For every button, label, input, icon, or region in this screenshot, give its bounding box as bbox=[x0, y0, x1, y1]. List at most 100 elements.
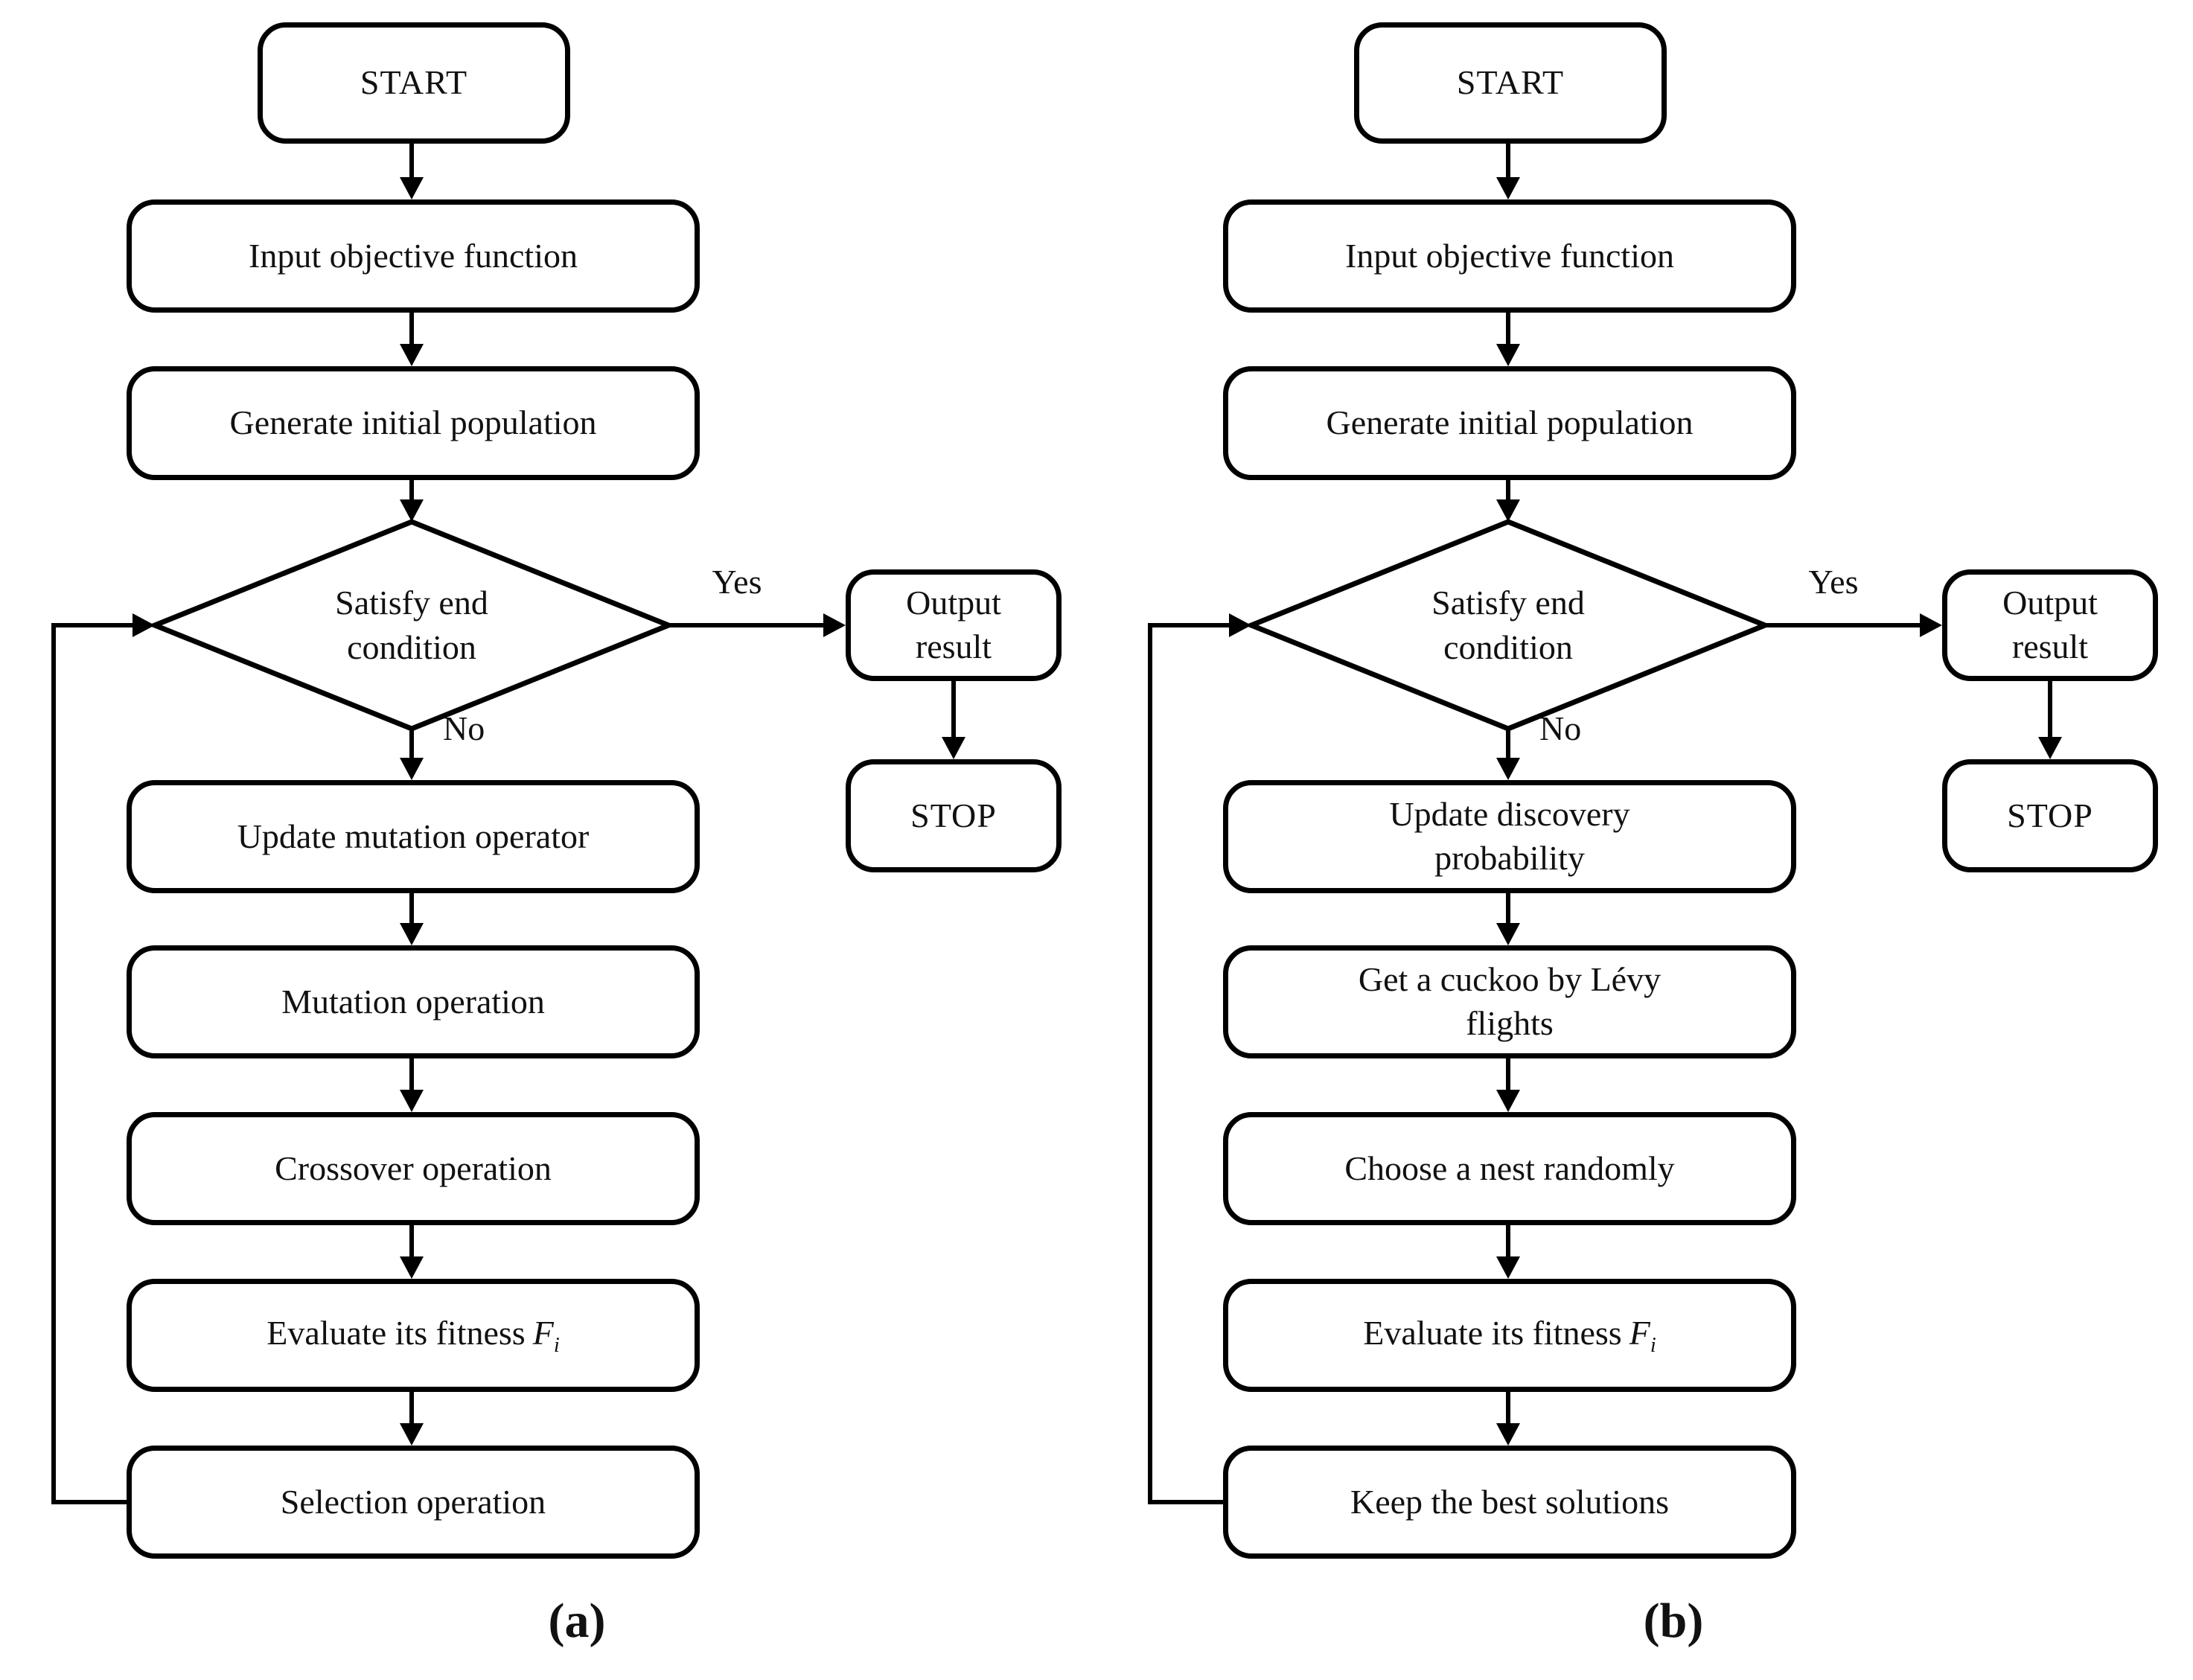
flow-line bbox=[1506, 313, 1510, 345]
flow-line bbox=[1506, 729, 1510, 759]
process-mutation-operation: Mutation operation bbox=[127, 945, 700, 1058]
arrowhead-down-icon bbox=[1496, 177, 1520, 199]
process-label: Input objective function bbox=[1345, 236, 1674, 275]
flow-line bbox=[1506, 893, 1510, 924]
edge-no-label: No bbox=[1539, 709, 1582, 747]
fitness-text: Evaluate its fitness bbox=[266, 1313, 526, 1352]
terminator-stop-label: STOP bbox=[2007, 796, 2093, 834]
process-label: Update mutation operator bbox=[237, 817, 590, 855]
terminator-output-result: Output result bbox=[1942, 569, 2158, 681]
flow-line bbox=[2048, 681, 2052, 738]
process-generate-initial-population: Generate initial population bbox=[1223, 366, 1796, 480]
terminator-start: START bbox=[258, 22, 570, 144]
flow-line bbox=[1506, 1225, 1510, 1258]
fitness-symbol: F bbox=[1629, 1313, 1650, 1352]
process-label-line2: flights bbox=[1466, 1004, 1554, 1042]
process-label: Mutation operation bbox=[281, 982, 545, 1021]
arrowhead-down-icon bbox=[1496, 923, 1520, 945]
flow-line bbox=[409, 144, 414, 179]
terminator-stop: STOP bbox=[846, 759, 1062, 872]
arrowhead-down-icon bbox=[1496, 758, 1520, 780]
loop-line bbox=[1148, 623, 1152, 1504]
caption-b: (b) bbox=[1643, 1594, 1704, 1648]
output-label-line1: Output bbox=[906, 584, 1001, 622]
arrowhead-right-icon bbox=[1920, 613, 1942, 637]
flow-line bbox=[409, 313, 414, 345]
decision-satisfy-end-condition: Satisfy end condition bbox=[188, 562, 635, 689]
arrowhead-right-icon bbox=[133, 613, 155, 637]
arrowhead-down-icon bbox=[400, 499, 424, 522]
arrowhead-down-icon bbox=[1496, 1256, 1520, 1279]
process-crossover-operation: Crossover operation bbox=[127, 1112, 700, 1225]
process-keep-best-solutions: Keep the best solutions bbox=[1223, 1446, 1796, 1559]
process-label-line1: Update discovery bbox=[1389, 795, 1630, 834]
arrowhead-right-icon bbox=[823, 613, 846, 637]
fitness-subscript: i bbox=[553, 1333, 560, 1357]
loop-line bbox=[1150, 1500, 1223, 1504]
flow-line bbox=[409, 893, 414, 924]
flow-line bbox=[951, 681, 956, 738]
process-label: Selection operation bbox=[280, 1482, 546, 1521]
flowchart-b: START Input objective function Generate … bbox=[1096, 0, 2193, 1680]
flow-line bbox=[409, 729, 414, 759]
process-label: Generate initial population bbox=[229, 403, 597, 442]
decision-label-line1: Satisfy end bbox=[335, 584, 488, 622]
terminator-start: START bbox=[1354, 22, 1667, 144]
arrowhead-down-icon bbox=[1496, 344, 1520, 366]
output-label-line2: result bbox=[915, 627, 992, 665]
process-update-discovery-probability: Update discovery probability bbox=[1223, 780, 1796, 893]
arrowhead-down-icon bbox=[942, 737, 965, 759]
flow-line bbox=[1506, 1392, 1510, 1425]
loop-line bbox=[54, 1500, 127, 1504]
process-update-mutation-operator: Update mutation operator bbox=[127, 780, 700, 893]
arrowhead-down-icon bbox=[1496, 1423, 1520, 1446]
process-generate-initial-population: Generate initial population bbox=[127, 366, 700, 480]
flow-line bbox=[409, 480, 414, 501]
flow-line bbox=[1506, 480, 1510, 501]
arrowhead-down-icon bbox=[400, 344, 424, 366]
arrowhead-down-icon bbox=[1496, 499, 1520, 522]
process-label-line1: Get a cuckoo by Lévy bbox=[1358, 960, 1661, 999]
process-label: Generate initial population bbox=[1326, 403, 1694, 442]
flowchart-a: START Input objective function Generate … bbox=[0, 0, 1096, 1680]
terminator-output-result: Output result bbox=[846, 569, 1062, 681]
terminator-stop-label: STOP bbox=[910, 796, 997, 834]
process-get-cuckoo-levy-flights: Get a cuckoo by Lévy flights bbox=[1223, 945, 1796, 1058]
caption-a: (a) bbox=[548, 1594, 606, 1648]
arrowhead-down-icon bbox=[400, 758, 424, 780]
arrowhead-down-icon bbox=[400, 1423, 424, 1446]
flow-line bbox=[1765, 623, 1921, 627]
arrowhead-down-icon bbox=[400, 177, 424, 199]
arrowhead-down-icon bbox=[1496, 1090, 1520, 1112]
process-input-objective-function: Input objective function bbox=[1223, 199, 1796, 313]
output-label-line1: Output bbox=[2002, 584, 2098, 622]
decision-label-line2: condition bbox=[347, 628, 476, 666]
flow-line bbox=[1506, 144, 1510, 179]
flow-line bbox=[409, 1392, 414, 1425]
arrowhead-down-icon bbox=[400, 1256, 424, 1279]
flow-line bbox=[1506, 1058, 1510, 1091]
loop-line bbox=[51, 623, 56, 1504]
terminator-start-label: START bbox=[1456, 63, 1565, 102]
decision-label-line2: condition bbox=[1443, 628, 1573, 666]
process-label: Keep the best solutions bbox=[1350, 1482, 1669, 1521]
arrowhead-down-icon bbox=[400, 923, 424, 945]
fitness-symbol: F bbox=[532, 1313, 554, 1352]
process-choose-nest-randomly: Choose a nest randomly bbox=[1223, 1112, 1796, 1225]
terminator-start-label: START bbox=[360, 63, 468, 102]
output-label-line2: result bbox=[2011, 627, 2089, 665]
process-label: Input objective function bbox=[249, 236, 578, 275]
terminator-stop: STOP bbox=[1942, 759, 2158, 872]
arrowhead-right-icon bbox=[1229, 613, 1251, 637]
loop-line bbox=[1150, 623, 1229, 627]
edge-yes-label: Yes bbox=[1808, 563, 1859, 601]
decision-satisfy-end-condition: Satisfy end condition bbox=[1285, 562, 1731, 689]
edge-no-label: No bbox=[443, 709, 485, 747]
edge-yes-label: Yes bbox=[712, 563, 762, 601]
process-label: Choose a nest randomly bbox=[1344, 1149, 1675, 1187]
